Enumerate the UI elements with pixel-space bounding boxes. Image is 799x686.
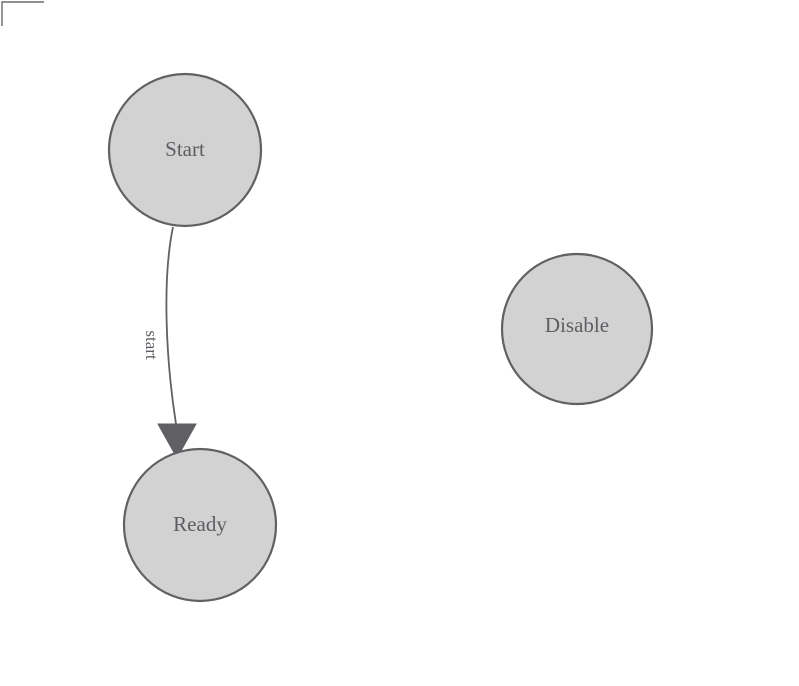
node-disable-circle[interactable] (500, 252, 654, 406)
node-ready-circle[interactable] (122, 447, 278, 603)
node-ready[interactable]: Ready (122, 447, 278, 603)
node-start-circle[interactable] (107, 72, 263, 228)
edge-path-start-to-ready (165, 226, 177, 425)
node-start[interactable]: Start (107, 72, 263, 228)
node-ready-label: Ready (173, 512, 227, 536)
edge-arrowhead-icon (157, 423, 197, 460)
edge-label-start: start (142, 330, 161, 360)
node-start-label: Start (165, 137, 205, 161)
crop-corner-mark (1, 1, 44, 26)
node-disable-label: Disable (545, 313, 609, 337)
edge-start-to-ready[interactable]: start (142, 226, 197, 460)
node-disable[interactable]: Disable (500, 252, 654, 406)
